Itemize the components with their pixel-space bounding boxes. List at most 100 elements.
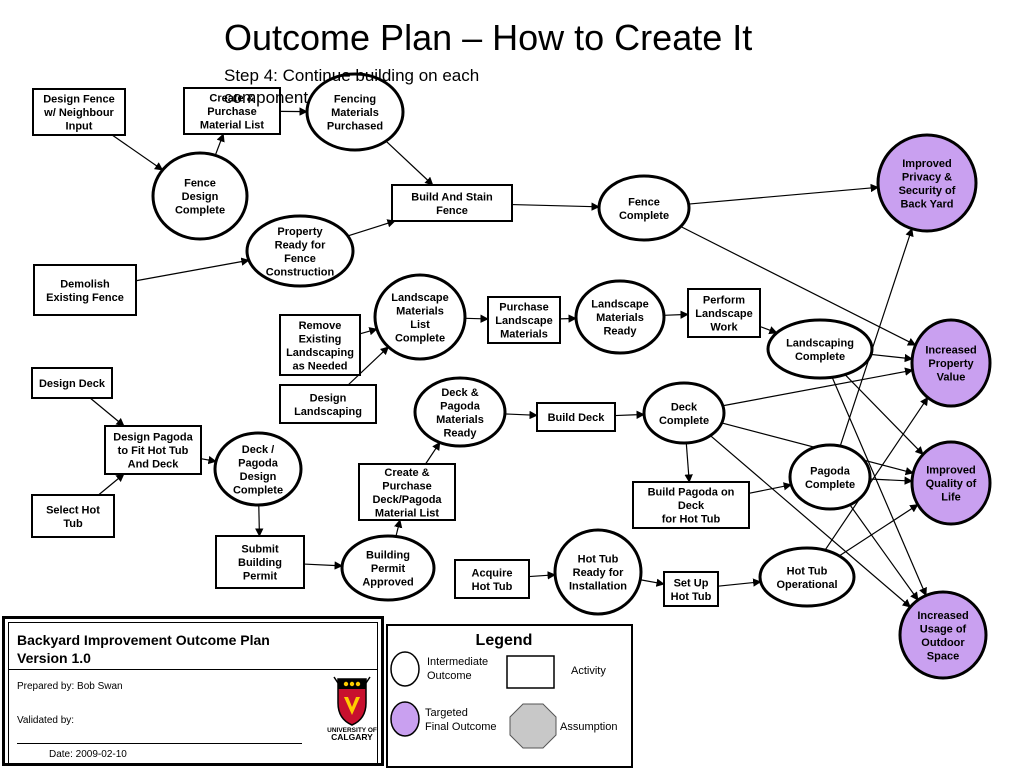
arrow-fencing-materials-to-build-stain-fence <box>385 140 434 186</box>
final-outcome-shape <box>876 133 978 233</box>
intermediate-outcome-shape <box>766 318 874 380</box>
node-label: Outdoor <box>921 637 965 649</box>
node-label: Complete <box>395 332 445 344</box>
node-label: Demolish <box>60 278 110 290</box>
intermediate-outcome-shape <box>151 151 249 241</box>
node-label: Installation <box>569 581 627 593</box>
node-label: Design <box>182 191 219 203</box>
node-label: Increased <box>925 345 976 357</box>
node-label: Approved <box>362 577 413 589</box>
arrow-deck-pagoda-materials-to-build-deck <box>504 410 538 420</box>
connector-arrows <box>89 107 929 608</box>
node-label: Security of <box>899 185 956 197</box>
svg-text:CALGARY: CALGARY <box>331 732 373 741</box>
page-title: Outcome Plan – How to Create It <box>224 17 753 58</box>
arrow-landscaping-complete-to-increased-value <box>871 353 914 363</box>
node-label: Material List <box>375 507 440 519</box>
node-label: Design Deck <box>39 378 106 390</box>
arrow-pagoda-complete-to-increased-usage <box>849 504 919 601</box>
node-label: Design <box>240 471 277 483</box>
node-label: Property <box>277 226 323 238</box>
node-label: as Needed <box>292 360 347 372</box>
node-label: Purchase <box>499 302 549 314</box>
activity-shape <box>32 88 126 136</box>
prepared-by: Prepared by: Bob Swan <box>17 681 123 692</box>
node-label: Complete <box>233 484 283 496</box>
intermediate-outcome-shape <box>413 376 507 448</box>
node-label: Pagoda <box>810 465 851 477</box>
arrow-pagoda-complete-to-improved-quality <box>869 476 913 485</box>
node-label: Construction <box>266 266 335 278</box>
node-label: Materials <box>331 107 379 119</box>
node-label: Complete <box>795 351 845 363</box>
arrow-design-landscaping-to-landscape-materials-list <box>347 346 389 386</box>
activity-shape <box>487 296 561 344</box>
activity-shape <box>279 314 361 376</box>
arrow-design-fence-to-fence-design-complete <box>111 134 164 171</box>
node-label: Landscape <box>591 299 648 311</box>
node-label: Material List <box>200 120 265 132</box>
plan-date: Date: 2009-02-10 <box>49 749 127 760</box>
arrow-fence-complete-to-improved-privacy <box>688 183 880 205</box>
node-label: Set Up <box>674 577 709 589</box>
node-label: Materials <box>596 312 644 324</box>
plan-info-box: Backyard Improvement Outcome Plan Versio… <box>2 616 384 766</box>
svg-text:UNIVERSITY OF: UNIVERSITY OF <box>327 727 377 734</box>
node-label: Ready <box>603 326 637 338</box>
node-label: Ready for <box>275 239 326 251</box>
info-divider <box>9 669 377 670</box>
arrow-deck-complete-to-increased-usage <box>709 435 911 608</box>
node-label: Pagoda <box>440 400 481 412</box>
node-label: Work <box>710 322 738 334</box>
activity-build-deck: Build Deck <box>536 402 616 432</box>
activity-shape <box>215 535 305 589</box>
final-outcome-shape <box>910 318 992 408</box>
activity-shape <box>391 184 513 222</box>
node-label: Design Fence <box>43 94 115 106</box>
node-label: Quality of <box>926 478 977 490</box>
university-of-calgary-logo: UNIVERSITY OF CALGARY <box>327 676 377 741</box>
node-label: Life <box>941 492 961 504</box>
node-label: Create & <box>209 93 254 105</box>
node-label: Landscaping <box>294 406 362 418</box>
node-label: w/ Neighbour <box>43 107 114 119</box>
intermediate-outcome-shape <box>213 431 303 507</box>
node-label: Building <box>238 557 282 569</box>
node-label: Create & <box>384 467 429 479</box>
node-label: Improved <box>902 158 952 170</box>
node-label: Value <box>937 372 966 384</box>
arrow-select-hot-tub-to-design-pagoda <box>98 473 125 496</box>
node-label: Input <box>66 121 93 133</box>
plan-title-block: Backyard Improvement Outcome Plan Versio… <box>17 631 317 667</box>
node-label: Existing Fence <box>46 292 124 304</box>
node-label: Existing <box>299 333 342 345</box>
activity-shape <box>183 87 281 135</box>
node-label: Fence <box>628 196 660 208</box>
arrow-fence-design-complete-to-create-purchase-fence <box>214 133 225 156</box>
node-label: Property <box>928 358 974 370</box>
node-label: Landscaping <box>286 347 354 359</box>
arrow-create-purchase-deck-to-deck-pagoda-materials <box>425 441 441 465</box>
node-label: Materials <box>396 305 444 317</box>
final-outcome-shape <box>898 590 988 680</box>
node-label: Deck <box>671 401 698 413</box>
node-label: Hot Tub <box>787 565 828 577</box>
intermediate-outcome-shape <box>373 273 467 361</box>
